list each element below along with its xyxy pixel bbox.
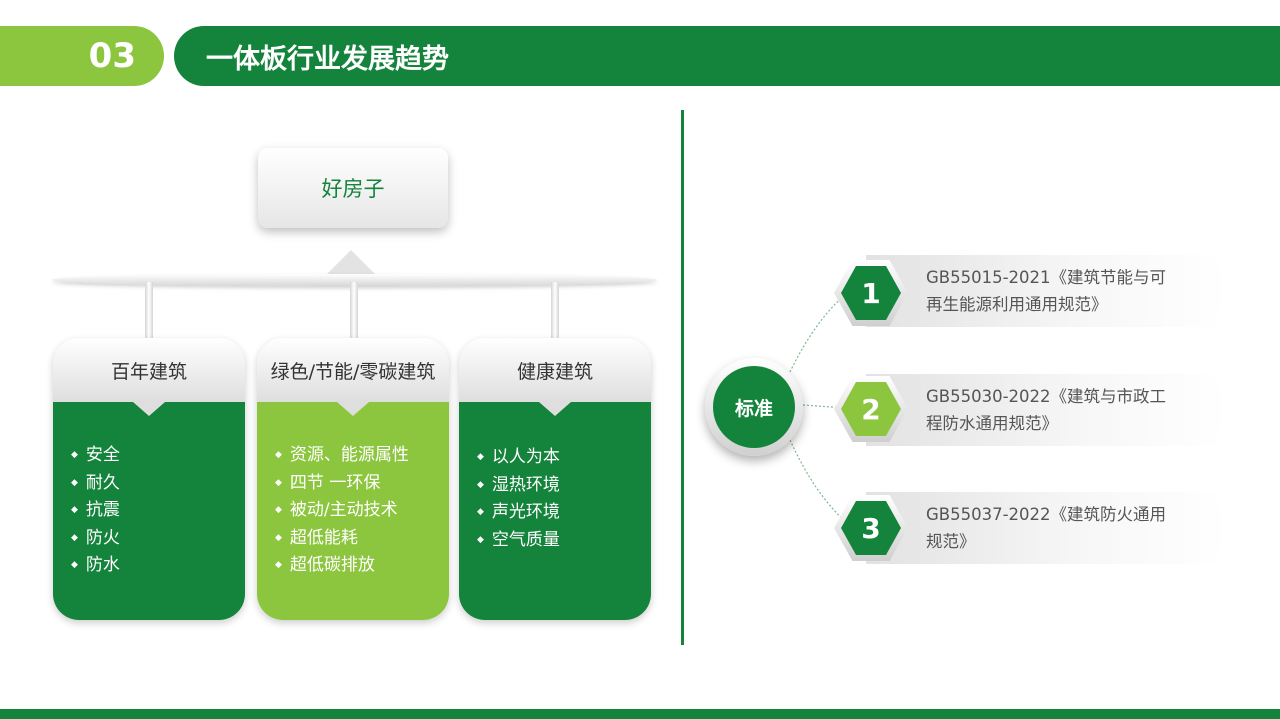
list-item: 抗震 <box>71 497 245 525</box>
bracket-tip <box>325 250 377 276</box>
section-number: 03 <box>0 26 164 86</box>
badge-number: 3 <box>841 501 901 555</box>
bracket-bar <box>52 274 657 286</box>
standard-line: 规范》 <box>926 532 976 551</box>
standard-item-2: GB55030-2022《建筑与市政工 程防水通用规范》 <box>866 374 1228 446</box>
list-item: 声光环境 <box>477 499 651 527</box>
stem-1 <box>145 282 153 338</box>
list-item: 湿热环境 <box>477 472 651 500</box>
column-list: 以人为本 湿热环境 声光环境 空气质量 <box>459 402 651 620</box>
list-item: 以人为本 <box>477 444 651 472</box>
standard-line: 再生能源利用通用规范》 <box>926 295 1108 314</box>
list-item: 空气质量 <box>477 527 651 555</box>
list-item: 安全 <box>71 442 245 470</box>
vertical-divider <box>681 110 684 645</box>
stem-2 <box>350 282 358 338</box>
standard-line: GB55015-2021《建筑节能与可 <box>926 268 1167 287</box>
column-centennial-building: 百年建筑 安全 耐久 抗震 防火 防水 <box>53 338 245 620</box>
list-item: 被动/主动技术 <box>275 497 449 525</box>
column-list: 资源、能源属性 四节 一环保 被动/主动技术 超低能耗 超低碳排放 <box>257 402 449 620</box>
list-item: 资源、能源属性 <box>275 442 449 470</box>
standards-hub: 标准 <box>705 358 803 456</box>
page-title: 一体板行业发展趋势 <box>174 26 1280 86</box>
standard-item-3: GB55037-2022《建筑防火通用 规范》 <box>866 492 1228 564</box>
hub-label: 标准 <box>713 366 795 448</box>
standard-item-1: GB55015-2021《建筑节能与可 再生能源利用通用规范》 <box>866 255 1228 327</box>
list-item: 超低能耗 <box>275 525 449 553</box>
list-item: 超低碳排放 <box>275 552 449 580</box>
badge-number: 2 <box>841 382 901 436</box>
connector-line-1 <box>789 291 849 373</box>
column-title: 百年建筑 <box>53 338 245 416</box>
footer-bar <box>0 709 1280 719</box>
list-item: 防水 <box>71 552 245 580</box>
standard-line: GB55030-2022《建筑与市政工 <box>926 387 1167 406</box>
list-item: 防火 <box>71 525 245 553</box>
column-title: 绿色/节能/零碳建筑 <box>257 338 449 416</box>
badge-number: 1 <box>841 266 901 320</box>
standard-line: 程防水通用规范》 <box>926 414 1058 433</box>
column-green-building: 绿色/节能/零碳建筑 资源、能源属性 四节 一环保 被动/主动技术 超低能耗 超… <box>257 338 449 620</box>
root-node: 好房子 <box>258 148 448 228</box>
column-healthy-building: 健康建筑 以人为本 湿热环境 声光环境 空气质量 <box>459 338 651 620</box>
standard-line: GB55037-2022《建筑防火通用 <box>926 505 1167 524</box>
column-title: 健康建筑 <box>459 338 651 416</box>
connector-line-3 <box>789 439 849 525</box>
stem-3 <box>551 282 559 338</box>
column-list: 安全 耐久 抗震 防火 防水 <box>53 402 245 620</box>
list-item: 耐久 <box>71 470 245 498</box>
list-item: 四节 一环保 <box>275 470 449 498</box>
connector-line-2 <box>802 404 846 409</box>
